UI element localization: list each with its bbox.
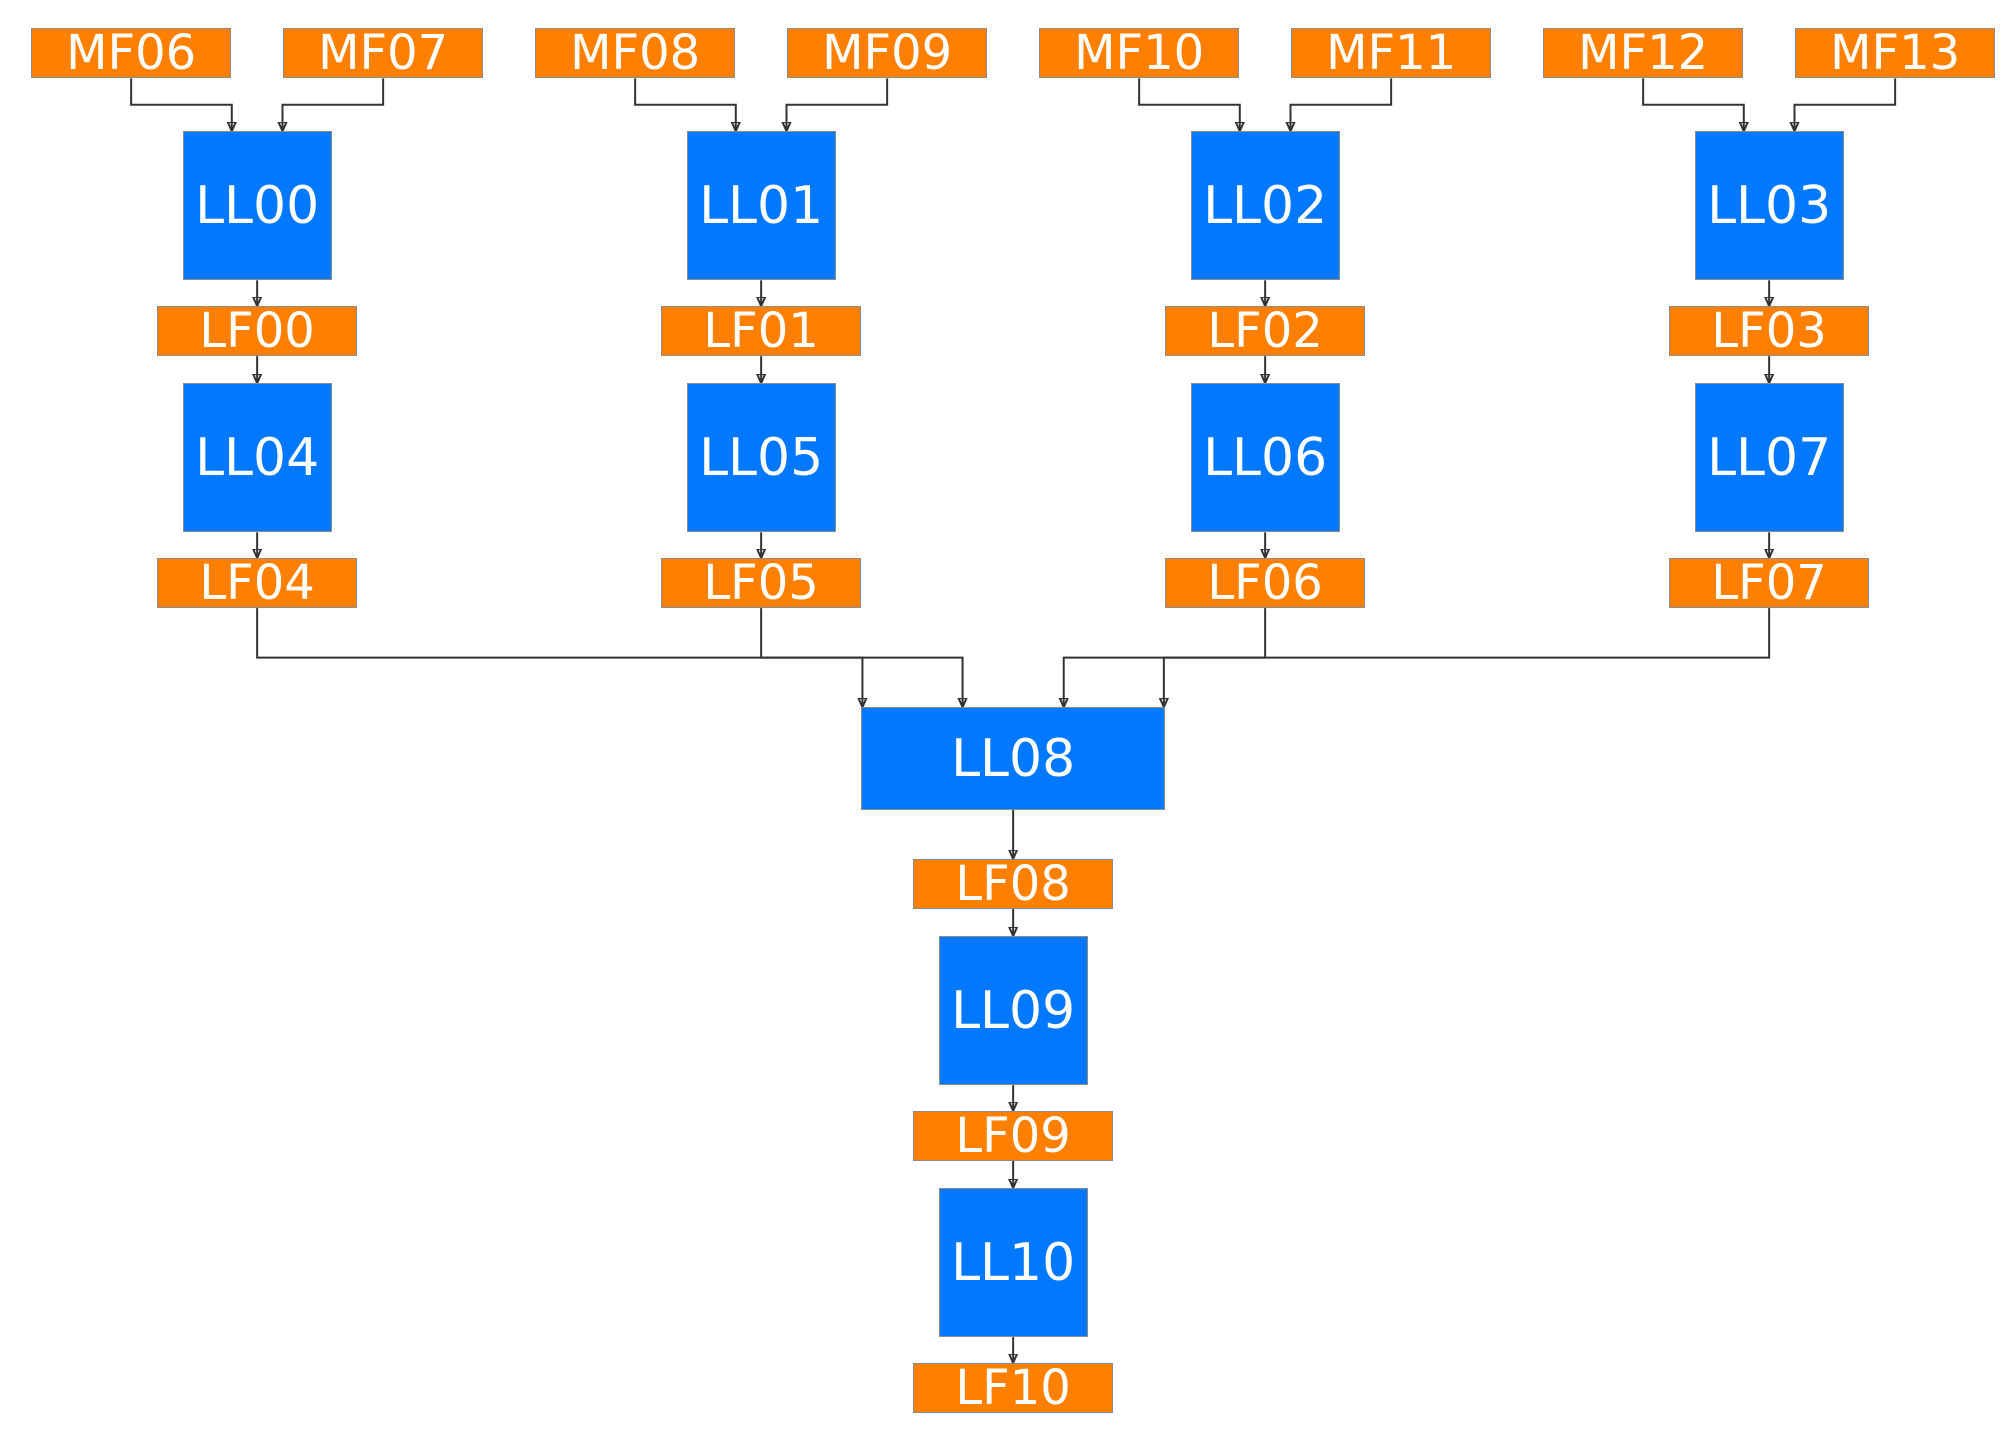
file-node-lf10: LF10 (912, 1362, 1114, 1413)
layer-node-ll04: LL04 (182, 383, 332, 533)
connector-mf10-to-ll02 (1138, 78, 1240, 131)
connector-mf09-to-ll01 (786, 78, 889, 131)
file-node-mf13: MF13 (1794, 28, 1996, 79)
layer-node-ll00: LL00 (182, 131, 332, 281)
file-node-lf05: LF05 (660, 558, 862, 609)
connector-lf04-to-ll08 (256, 608, 862, 707)
file-node-mf06: MF06 (30, 28, 232, 79)
layer-node-ll06: LL06 (1190, 383, 1340, 533)
file-node-lf07: LF07 (1668, 558, 1870, 609)
connector-mf06-to-ll00 (130, 78, 232, 131)
file-node-mf11: MF11 (1290, 28, 1492, 79)
file-node-lf01: LF01 (660, 306, 862, 357)
connector-lf07-to-ll08 (1164, 608, 1771, 707)
connector-mf13-to-ll03 (1794, 78, 1897, 131)
file-node-mf09: MF09 (786, 28, 988, 79)
layer-node-ll07: LL07 (1694, 383, 1844, 533)
connector-mf11-to-ll02 (1290, 78, 1393, 131)
file-node-mf10: MF10 (1038, 28, 1240, 79)
layer-node-ll05: LL05 (686, 383, 836, 533)
layer-node-ll09: LL09 (938, 936, 1088, 1086)
connector-mf12-to-ll03 (1642, 78, 1744, 131)
file-node-lf02: LF02 (1164, 306, 1366, 357)
file-node-mf07: MF07 (282, 28, 484, 79)
file-node-lf00: LF00 (156, 306, 358, 357)
file-node-lf06: LF06 (1164, 558, 1366, 609)
connector-lf05-to-ll08 (760, 608, 962, 707)
layer-node-ll10: LL10 (938, 1188, 1088, 1338)
file-node-mf08: MF08 (534, 28, 736, 79)
file-node-lf08: LF08 (912, 858, 1114, 909)
layer-node-ll02: LL02 (1190, 131, 1340, 281)
layer-node-ll01: LL01 (686, 131, 836, 281)
file-node-lf03: LF03 (1668, 306, 1870, 357)
file-node-lf09: LF09 (912, 1110, 1114, 1161)
connector-mf08-to-ll01 (634, 78, 736, 131)
connector-mf07-to-ll00 (282, 78, 385, 131)
layer-node-ll03: LL03 (1694, 131, 1844, 281)
file-node-lf04: LF04 (156, 558, 358, 609)
file-node-mf12: MF12 (1542, 28, 1744, 79)
layer-node-ll08: LL08 (861, 707, 1165, 810)
